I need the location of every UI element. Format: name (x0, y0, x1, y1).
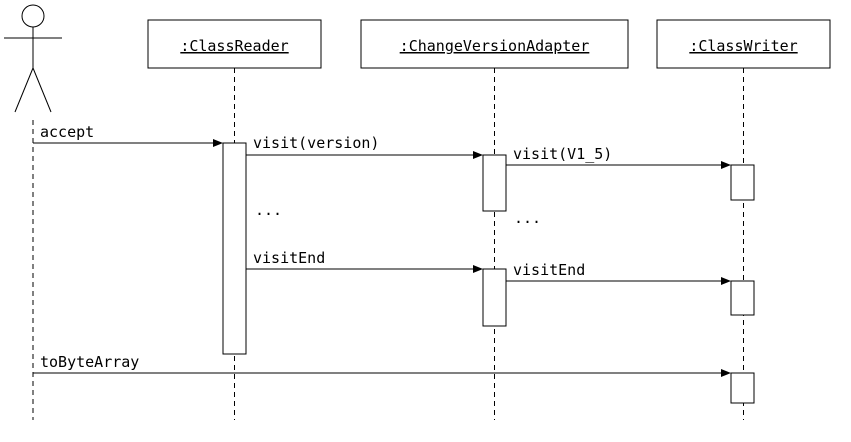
activation-writer-visit (730, 164, 755, 201)
activation-writer-visitend (730, 280, 755, 316)
message-accept-arrowhead (213, 139, 223, 147)
message-visitend-adapter-label: visitEnd (513, 261, 585, 279)
message-visitend-adapter-arrowhead (721, 277, 731, 285)
participant-reader-label: :ClassReader (180, 37, 288, 55)
activation-adapter-visit (482, 154, 507, 212)
actor-figure (4, 4, 62, 113)
activation-reader (222, 142, 247, 355)
participant-writer-header: :ClassWriter (656, 19, 831, 69)
actor-head (21, 4, 45, 28)
message-visit-v15-arrowhead (721, 161, 731, 169)
message-visit-version: visit(version) (246, 134, 483, 159)
message-visit-version-label: visit(version) (253, 134, 379, 152)
activation-adapter-visitend (482, 268, 507, 327)
message-visit-v15-label: visit(V1_5) (513, 145, 612, 163)
participant-adapter-label: :ChangeVersionAdapter (400, 37, 590, 55)
participant-writer-label: :ClassWriter (689, 37, 797, 55)
message-visitend-adapter: visitEnd (506, 261, 731, 285)
participant-reader-box (147, 19, 322, 69)
actor-right-leg (32, 67, 52, 113)
ellipsis-reader: ... (255, 201, 282, 219)
message-visitend-reader-label: visitEnd (253, 249, 325, 267)
activation-writer-tobytearray (730, 372, 755, 404)
participant-adapter-box (360, 19, 629, 69)
participant-writer-box (656, 19, 831, 69)
message-visitend-reader-arrowhead (473, 265, 483, 273)
message-visitend-reader: visitEnd (246, 249, 483, 273)
message-tobytearray-label: toByteArray (40, 353, 139, 371)
participant-reader-header: :ClassReader (147, 19, 322, 69)
message-accept: accept (33, 123, 223, 147)
message-visit-version-arrowhead (473, 151, 483, 159)
participant-adapter-header: :ChangeVersionAdapter (360, 19, 629, 69)
actor-left-leg (14, 67, 34, 113)
message-tobytearray: toByteArray (33, 353, 731, 377)
ellipsis-adapter: ... (514, 209, 541, 227)
message-tobytearray-arrowhead (721, 369, 731, 377)
message-accept-label: accept (40, 123, 94, 141)
message-visit-v15: visit(V1_5) (506, 145, 731, 169)
